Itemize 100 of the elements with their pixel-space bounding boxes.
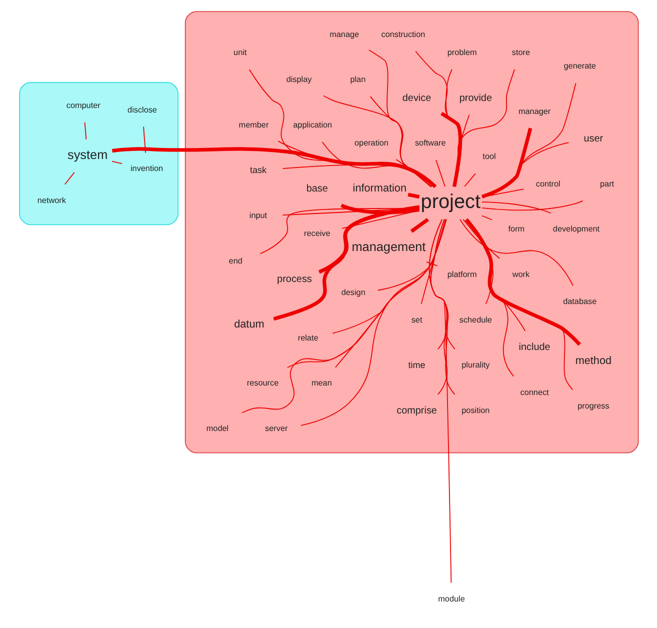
node-text: base bbox=[306, 183, 328, 194]
node-text: include bbox=[518, 342, 550, 353]
node-text: input bbox=[248, 211, 267, 220]
connector bbox=[481, 142, 569, 197]
node-text: manage bbox=[329, 30, 359, 39]
connector bbox=[435, 160, 445, 187]
connector bbox=[272, 205, 420, 321]
node-text: server bbox=[264, 424, 288, 433]
node-text: plurality bbox=[461, 360, 490, 370]
node-text: part bbox=[600, 179, 614, 188]
connector bbox=[428, 218, 455, 350]
connector bbox=[282, 164, 436, 187]
node-text: operation bbox=[354, 138, 388, 148]
node-text: problem bbox=[446, 48, 476, 58]
connector bbox=[395, 159, 432, 188]
node-text: application bbox=[292, 120, 332, 130]
node-text: computer bbox=[66, 100, 100, 110]
connector bbox=[410, 218, 428, 233]
node-text: information bbox=[352, 182, 406, 195]
node-text: task bbox=[249, 165, 266, 176]
node-text: display bbox=[286, 75, 312, 84]
connector bbox=[111, 160, 122, 164]
connector bbox=[452, 68, 515, 188]
cluster bbox=[18, 82, 178, 226]
node-text: management bbox=[351, 240, 426, 254]
node-text: tool bbox=[482, 152, 496, 162]
node-text: plan bbox=[350, 75, 366, 84]
connector bbox=[440, 112, 462, 187]
connector bbox=[481, 188, 524, 198]
connector bbox=[368, 50, 431, 188]
connector bbox=[414, 50, 462, 188]
connector bbox=[248, 69, 436, 188]
connector bbox=[430, 218, 455, 395]
node-text: database bbox=[562, 297, 596, 306]
node-text: end bbox=[228, 256, 242, 266]
connector bbox=[286, 218, 446, 368]
node-text: progress bbox=[577, 401, 609, 410]
node-text: model bbox=[206, 424, 228, 433]
connector bbox=[462, 218, 500, 259]
node-text: schedule bbox=[458, 315, 492, 324]
node-text: network bbox=[36, 196, 66, 205]
node-text: platform bbox=[446, 270, 476, 279]
node-text: relate bbox=[297, 333, 318, 342]
node-text: design bbox=[340, 288, 365, 298]
connector bbox=[64, 172, 74, 185]
node-text: receive bbox=[304, 229, 330, 238]
connector bbox=[277, 140, 436, 188]
connector bbox=[407, 192, 420, 199]
node-text: system bbox=[67, 148, 108, 162]
connector bbox=[241, 218, 446, 414]
node-text: store bbox=[511, 48, 530, 58]
node-text: work bbox=[512, 270, 530, 279]
node-text: control bbox=[535, 179, 560, 188]
connector bbox=[322, 95, 431, 188]
connector bbox=[464, 173, 476, 187]
node-text: module bbox=[438, 594, 464, 604]
node-text: disclose bbox=[127, 105, 156, 114]
node-text: project bbox=[420, 191, 480, 214]
node-text: mean bbox=[310, 378, 332, 388]
connector bbox=[332, 218, 446, 334]
connector bbox=[458, 218, 573, 286]
node-text: connect bbox=[520, 388, 548, 397]
connector bbox=[420, 218, 446, 304]
connector bbox=[481, 82, 576, 197]
node-text: development bbox=[552, 224, 600, 234]
connector bbox=[142, 126, 146, 154]
node-text: method bbox=[574, 354, 612, 367]
connector bbox=[481, 202, 551, 214]
node-text: provide bbox=[458, 92, 492, 104]
node-text: form bbox=[508, 224, 524, 234]
node-text: manager bbox=[518, 106, 550, 116]
node-text: resource bbox=[246, 378, 278, 388]
node-text: device bbox=[402, 92, 431, 104]
connector bbox=[464, 218, 581, 346]
node-text: software bbox=[414, 138, 446, 148]
connector bbox=[369, 96, 431, 188]
node-text: user bbox=[583, 134, 603, 145]
connector bbox=[341, 210, 420, 229]
cluster bbox=[184, 11, 638, 454]
node-text: process bbox=[276, 274, 312, 286]
node-text: member bbox=[238, 120, 268, 130]
node-text: generate bbox=[563, 62, 596, 71]
connector bbox=[84, 122, 86, 140]
node-text: position bbox=[461, 406, 490, 415]
connector bbox=[481, 215, 492, 220]
node-text: comprise bbox=[396, 405, 436, 416]
connector bbox=[481, 200, 583, 211]
connector bbox=[111, 147, 436, 188]
connector bbox=[340, 204, 420, 214]
connector bbox=[259, 206, 420, 254]
connector bbox=[480, 128, 532, 198]
connector bbox=[334, 218, 446, 368]
node-text: unit bbox=[233, 48, 246, 58]
node-text: invention bbox=[130, 164, 163, 174]
node-text: set bbox=[410, 315, 422, 324]
node-text: time bbox=[408, 360, 425, 370]
node-text: construction bbox=[380, 30, 425, 39]
node-text: datum bbox=[234, 318, 264, 331]
connector bbox=[300, 218, 446, 426]
connector bbox=[425, 261, 438, 266]
